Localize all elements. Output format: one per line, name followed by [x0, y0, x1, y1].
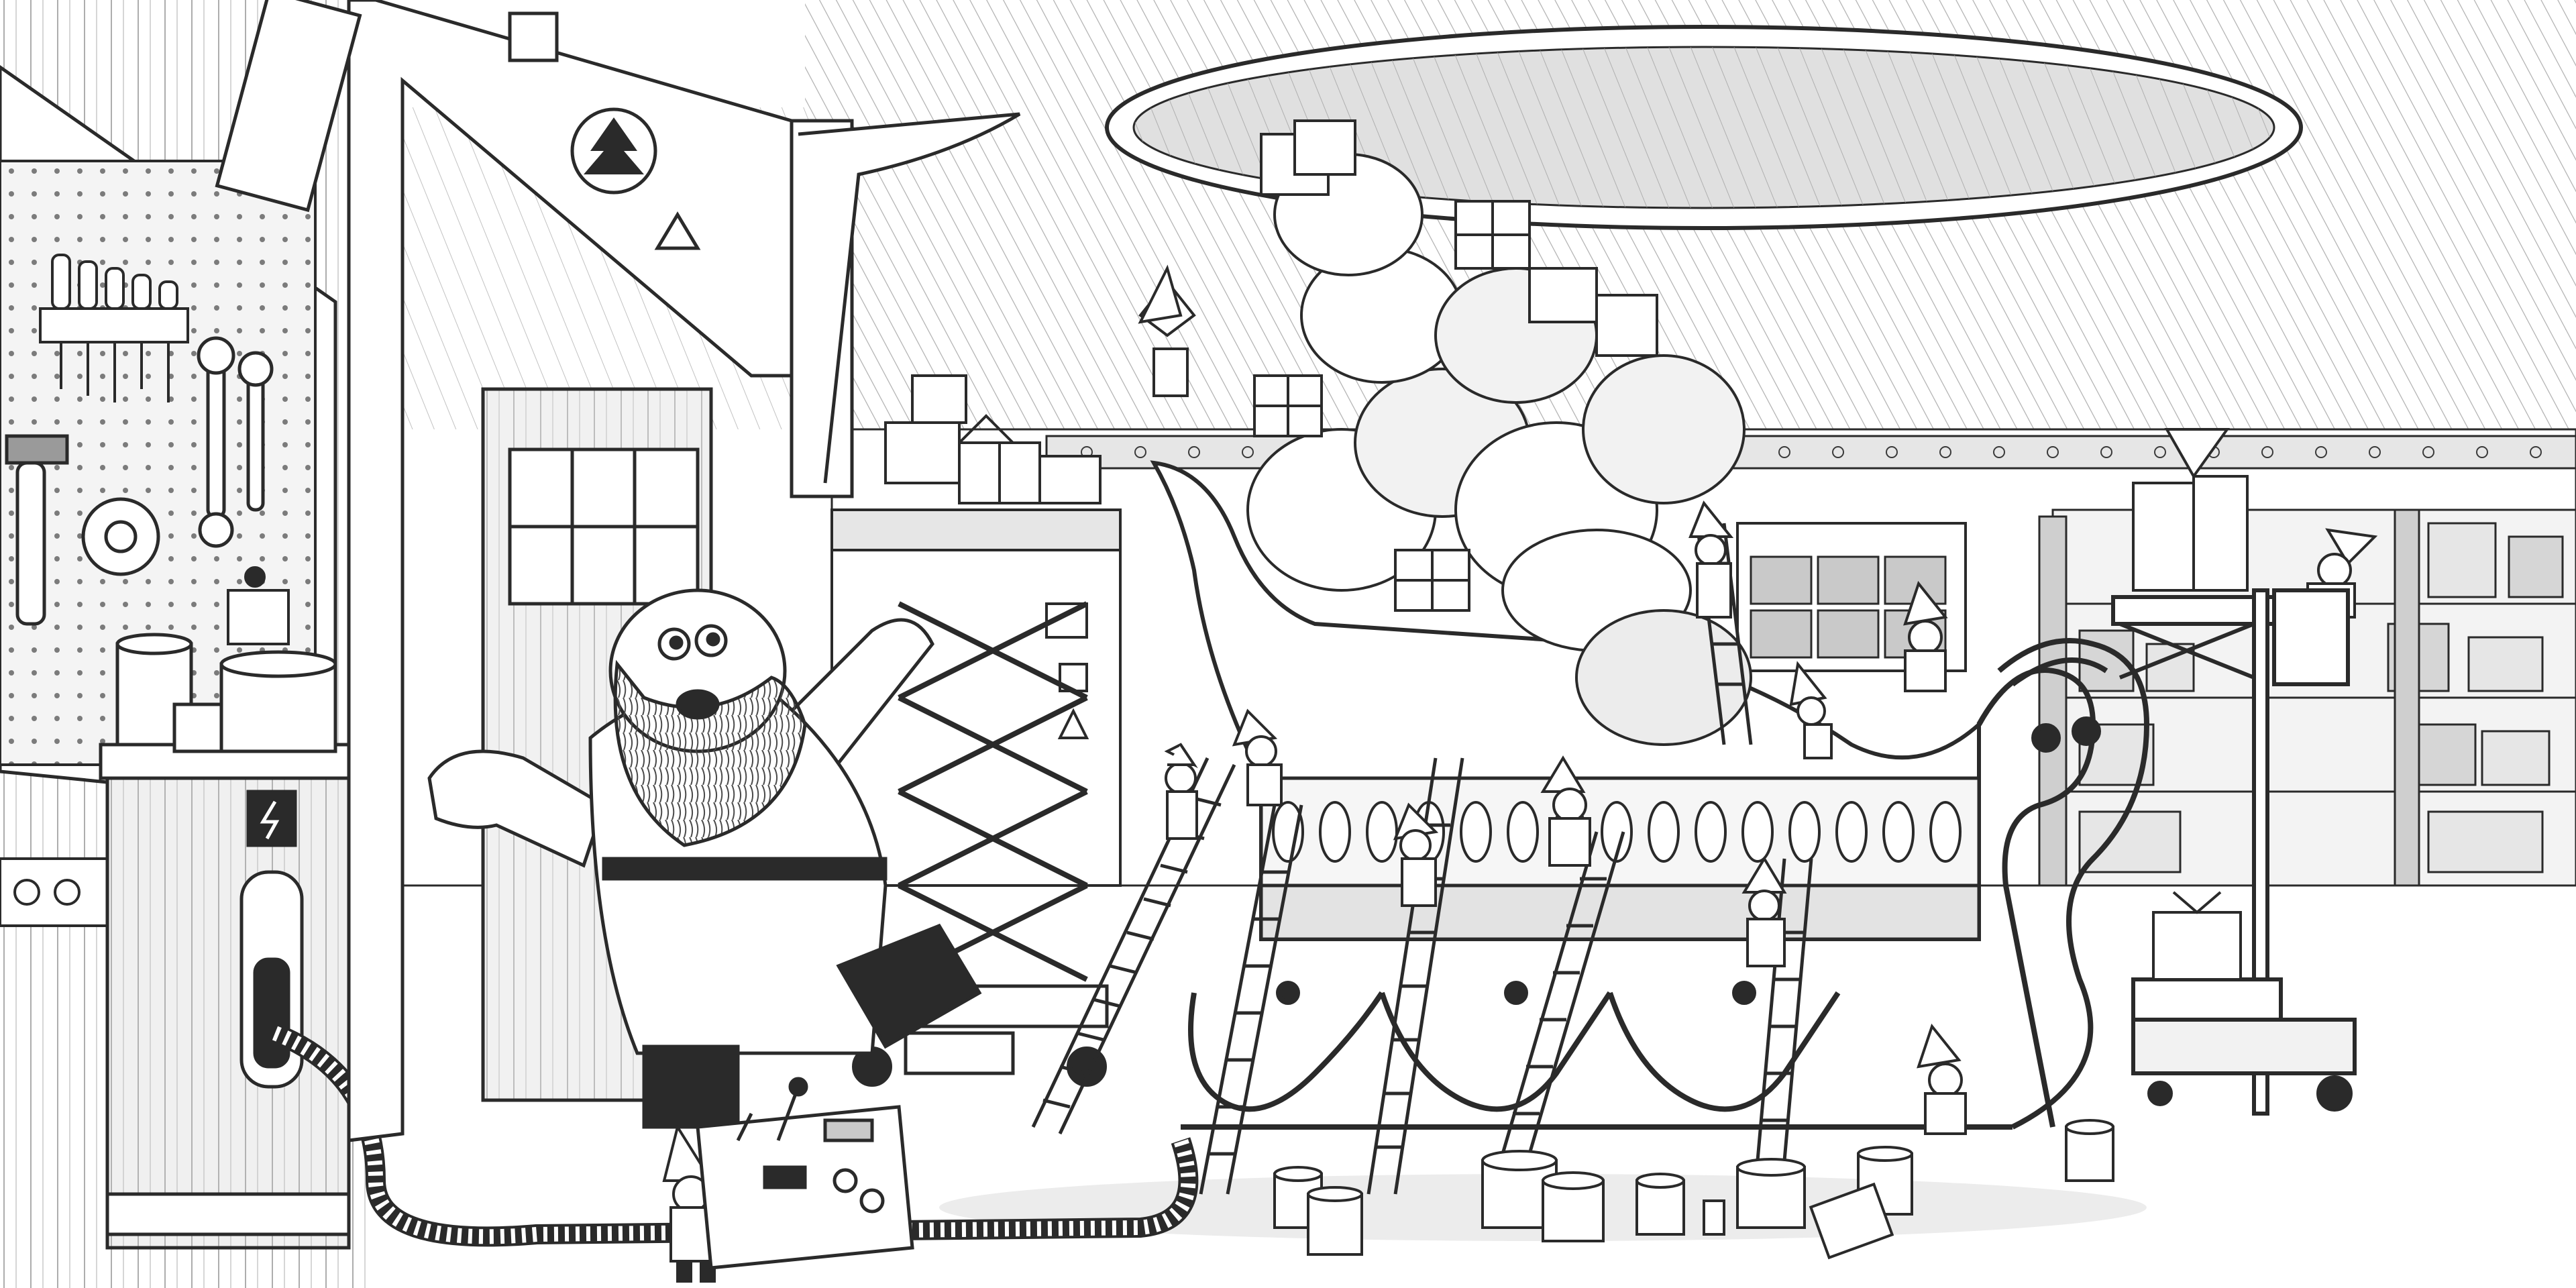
santa-left-boot	[642, 1044, 740, 1129]
control-box	[696, 1077, 914, 1270]
gift-boxes-left	[884, 374, 1102, 504]
storage-cabinet-left	[830, 508, 1122, 887]
elf-on-ladder-right	[1741, 856, 1787, 967]
pine-tree-icon	[584, 117, 644, 174]
elf-at-control-box	[662, 1123, 719, 1283]
paint-cans-floor	[1273, 1119, 2114, 1260]
hammer-icon	[5, 434, 69, 626]
elf-on-ladder-center	[1393, 802, 1439, 907]
sleigh-runners	[1181, 638, 2150, 1130]
triangle-sign-icon	[654, 211, 701, 250]
santa-left-arm	[427, 749, 606, 868]
paint-cans-on-cabinet	[115, 633, 337, 753]
sleigh	[1150, 460, 1981, 941]
screwdriver-rack	[39, 254, 189, 402]
santa-belt	[602, 857, 888, 881]
hanging-tag-icon	[227, 566, 290, 645]
elf-hanging-sleigh	[1789, 661, 1833, 759]
house-sign	[508, 11, 559, 62]
gift-boxes-scaffold	[2132, 428, 2249, 981]
elf-climbing-ladder-left	[1164, 743, 1198, 840]
santa-right-boot	[836, 923, 982, 1049]
present-pile	[1246, 119, 1752, 746]
door-frame	[215, 0, 1021, 1142]
elf-on-pile-ladder	[1688, 500, 1734, 619]
tree-emblem	[570, 107, 657, 195]
elf-on-sleigh-edge	[1232, 708, 1283, 806]
rolling-scaffold	[2111, 588, 2357, 1116]
tape-roll-icon	[81, 497, 160, 576]
elf-on-pile-top	[1138, 264, 1196, 397]
wrench-icon	[197, 336, 274, 548]
ladder-mid-left	[1199, 804, 1303, 1195]
santa-right-arm	[789, 618, 934, 775]
ceiling-hoop	[1105, 25, 2303, 230]
santa-beard	[613, 659, 807, 847]
elf-at-runner	[1917, 1023, 1967, 1135]
elf-on-back-shelf	[1903, 580, 1948, 692]
lightning-bolt-icon	[260, 800, 280, 840]
back-shelves	[2038, 508, 2576, 900]
machine-cabinet	[99, 743, 358, 1250]
ladder-center-right	[1501, 831, 1625, 1155]
santa-figure	[427, 588, 982, 1129]
sleigh-front-curl	[2010, 657, 2108, 687]
elf-painting-trim	[1540, 755, 1591, 867]
